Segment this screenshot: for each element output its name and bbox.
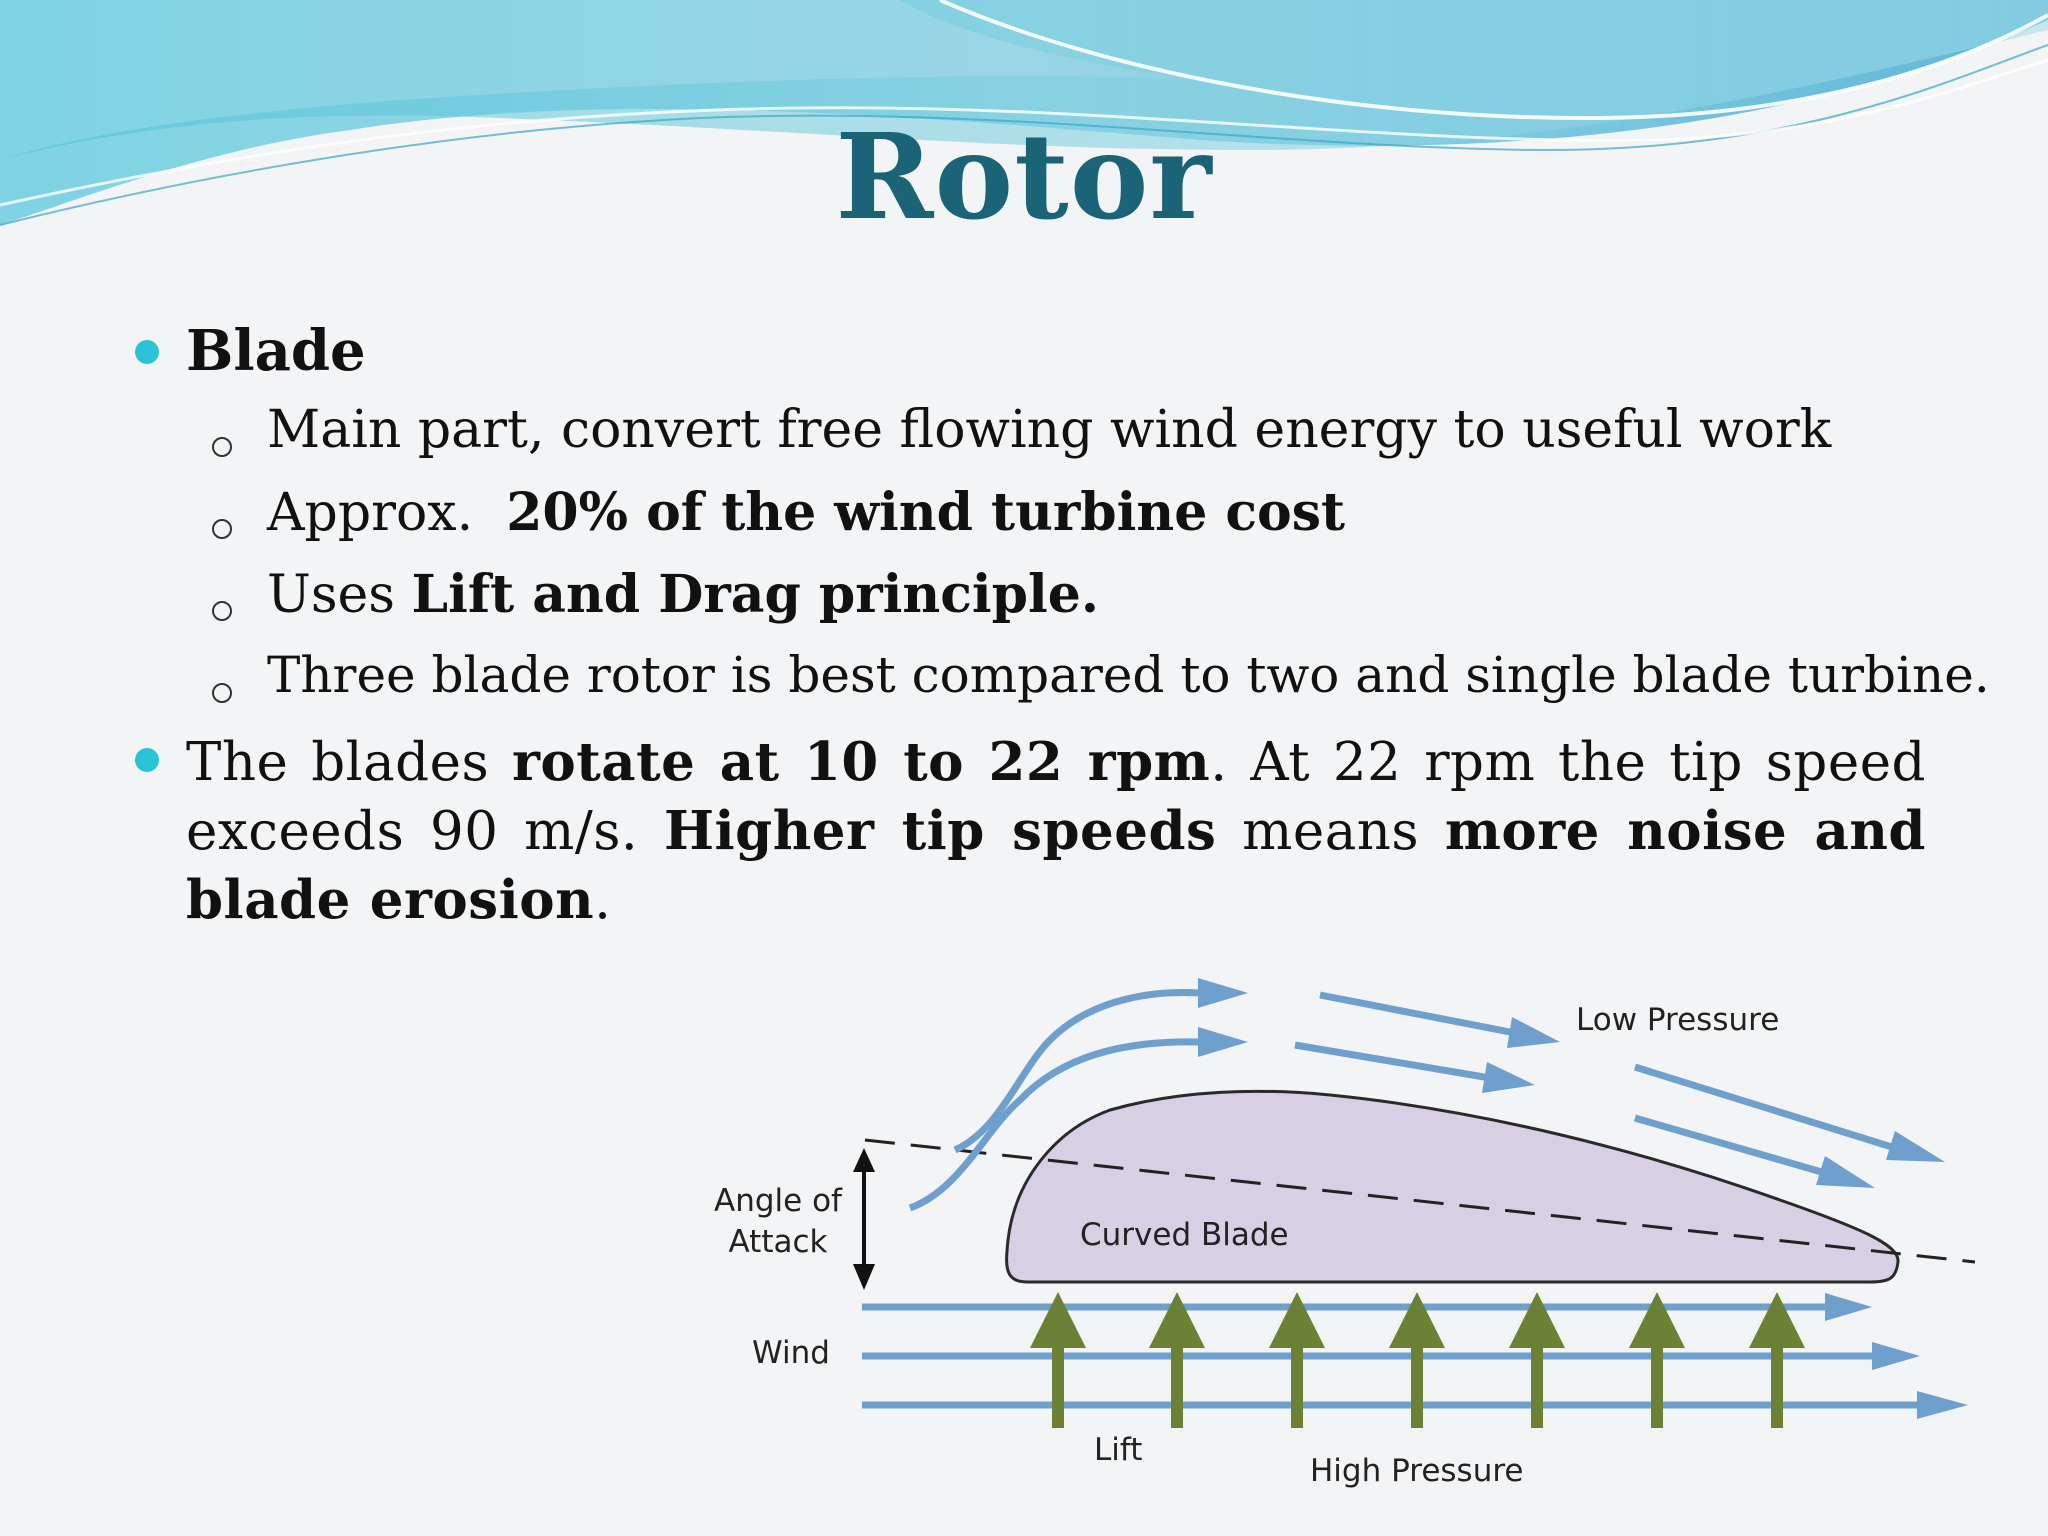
lift-arrow <box>1749 1292 1805 1428</box>
label-angle-of-attack-line1: Angle of <box>714 1183 843 1219</box>
label-wind: Wind <box>752 1335 830 1371</box>
flow-arrowhead <box>1198 1027 1248 1057</box>
label-high-pressure: High Pressure <box>1310 1453 1523 1489</box>
wind-arrowhead <box>1825 1293 1872 1321</box>
wind-arrows <box>862 1293 1968 1419</box>
circle-bullet-icon <box>212 437 232 457</box>
bullet-dot-icon <box>135 340 159 364</box>
flow-arrowhead <box>1482 1062 1535 1093</box>
flow-arrowhead <box>1507 1017 1560 1048</box>
sub-point-text: Main part, convert free flowing wind ene… <box>267 400 1832 460</box>
sub-point-text: Three blade rotor is best compared to tw… <box>267 646 1990 704</box>
chord-line <box>864 1138 1976 1264</box>
low-pressure-flow-arrows <box>908 978 1945 1212</box>
label-lift: Lift <box>1094 1432 1142 1468</box>
lift-arrows <box>1030 1292 1805 1428</box>
bullet-rotation-paragraph: The blades rotate at 10 to 22 rpm. At 22… <box>186 728 1926 935</box>
para-text: . <box>594 870 612 931</box>
lift-arrow <box>1629 1292 1685 1428</box>
para-bold-noise: more noise and blade erosion <box>186 800 1926 931</box>
slide-title: Rotor <box>835 107 1213 246</box>
flow-arrow <box>1319 991 1516 1037</box>
para-text: means <box>1216 801 1445 862</box>
sub-point-bold: 20% of the wind turbine cost <box>506 482 1346 543</box>
flow-arrow <box>1634 1114 1826 1177</box>
angle-of-attack-arrow <box>853 1148 875 1290</box>
bullet-dot-icon <box>135 748 159 772</box>
wind-arrowhead <box>1872 1342 1920 1370</box>
wind-arrowhead <box>1917 1391 1968 1419</box>
header-wave <box>0 0 2048 226</box>
para-bold-tip-speeds: Higher tip speeds <box>663 800 1217 862</box>
flow-arrowhead <box>1198 978 1248 1008</box>
sub-point-text: Approx. 20% of the wind turbine cost <box>267 482 1345 543</box>
flow-arrow <box>1294 1041 1491 1082</box>
flow-arrowhead <box>1816 1156 1875 1188</box>
flow-arrowhead <box>1886 1131 1945 1162</box>
sub-point-prefix: Approx. <box>267 483 507 543</box>
lift-arrow <box>1030 1292 1086 1428</box>
label-curved-blade: Curved Blade <box>1080 1217 1289 1253</box>
label-angle-of-attack-line2: Attack <box>729 1224 828 1260</box>
lift-arrow <box>1269 1292 1325 1428</box>
sub-point-prefix: Uses <box>267 565 412 625</box>
label-low-pressure: Low Pressure <box>1576 1002 1779 1038</box>
sub-point-text: Uses Lift and Drag principle. <box>267 564 1099 625</box>
lift-arrow <box>1389 1292 1445 1428</box>
flow-arrow <box>953 989 1201 1154</box>
flow-arrow <box>1633 1063 1897 1152</box>
curved-blade-shape <box>1005 1089 1900 1284</box>
para-text: The blades <box>186 732 512 793</box>
sub-point-bold: Lift and Drag principle. <box>411 564 1099 625</box>
para-text: . At 22 rpm the tip speed exceeds 90 m/s… <box>186 732 1926 862</box>
lift-arrow <box>1509 1292 1565 1428</box>
circle-bullet-icon <box>212 683 232 703</box>
lift-arrow <box>1149 1292 1205 1428</box>
circle-bullet-icon <box>212 601 232 621</box>
circle-bullet-icon <box>212 519 232 539</box>
para-bold-rpm: rotate at 10 to 22 rpm <box>512 731 1211 793</box>
flow-arrow <box>908 1038 1201 1212</box>
bullet-blade-heading: Blade <box>186 318 366 384</box>
